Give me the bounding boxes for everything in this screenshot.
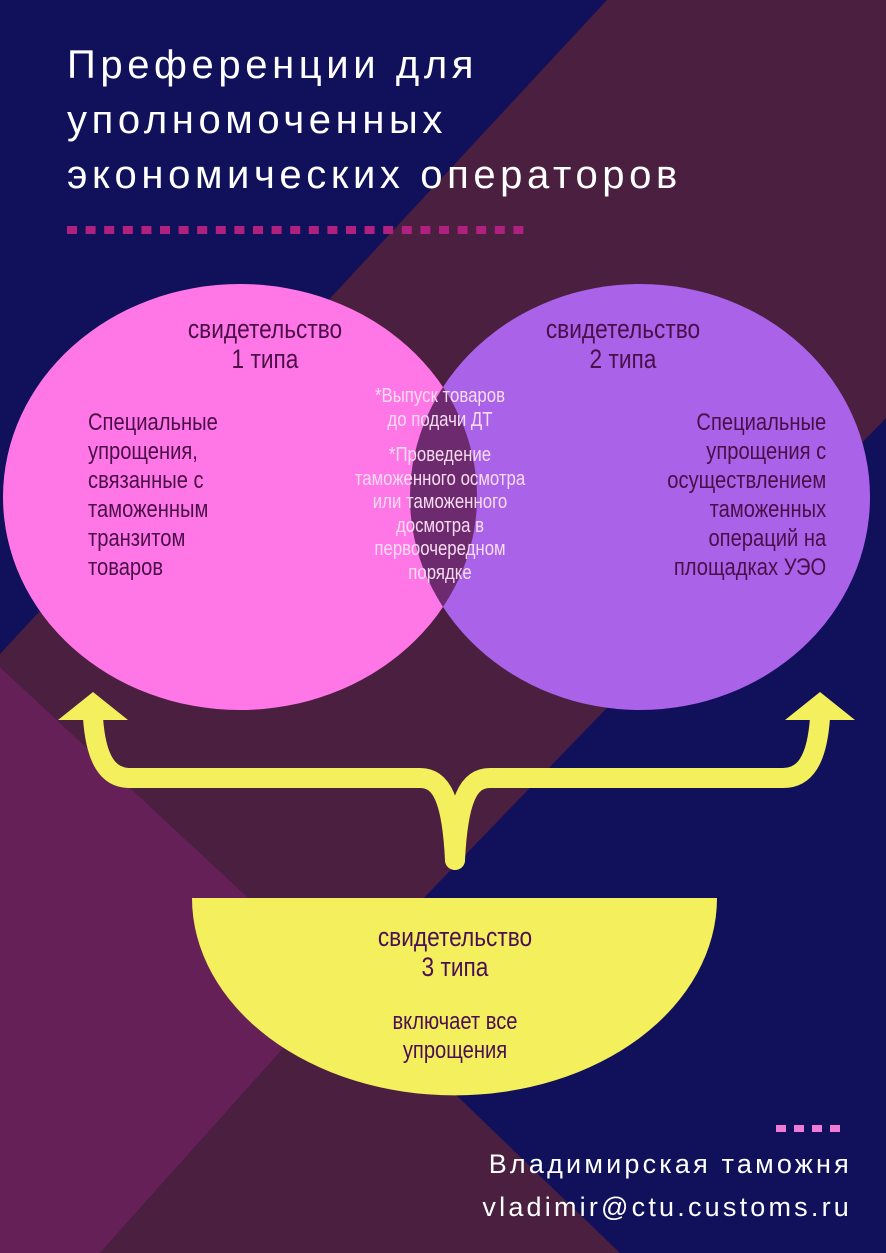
type2-description: Специальные упрощения с осуществлением т… bbox=[667, 408, 826, 582]
divider-dot bbox=[513, 226, 524, 234]
body-line: связанные с bbox=[88, 467, 204, 494]
divider-dot bbox=[457, 226, 468, 234]
common-line: *Выпуск товаров bbox=[374, 385, 506, 407]
divider-dot bbox=[271, 226, 282, 234]
common-line: досмотра в bbox=[395, 514, 485, 537]
divider-dot bbox=[253, 226, 263, 234]
footer-org: Владимирская таможня bbox=[488, 1149, 852, 1179]
divider-dot bbox=[308, 226, 319, 234]
body-line: включает все bbox=[392, 1008, 518, 1035]
common-line: до подачи ДТ bbox=[387, 408, 493, 431]
divider-dot bbox=[160, 226, 170, 234]
type1-circle bbox=[3, 284, 477, 710]
type1-description: Специальные упрощения, связанные с тамож… bbox=[88, 408, 218, 582]
divider-dot bbox=[327, 226, 338, 234]
divider-dot bbox=[197, 226, 208, 234]
divider-dot bbox=[178, 226, 189, 234]
footer-divider bbox=[776, 1125, 840, 1132]
body-line: Специальные bbox=[88, 409, 218, 436]
divider-dot bbox=[494, 226, 505, 234]
body-line: операций на bbox=[708, 525, 826, 552]
type3-bowl bbox=[192, 898, 717, 1096]
divider-dot bbox=[85, 226, 96, 234]
body-line: упрощения, bbox=[88, 438, 198, 465]
common-line: таможенного осмотра bbox=[354, 467, 526, 490]
type3-description: включает все упрощения bbox=[329, 1007, 581, 1065]
common-line: порядке bbox=[408, 561, 472, 584]
divider-dot bbox=[141, 226, 152, 234]
divider-dot bbox=[383, 226, 394, 234]
page-title: Преференции для уполномоченных экономиче… bbox=[67, 38, 682, 203]
body-line: площадках УЭО bbox=[673, 554, 826, 581]
body-line: Специальные bbox=[696, 409, 826, 436]
divider-dot bbox=[364, 226, 375, 234]
type3-heading: свидетельство 3 типа bbox=[329, 922, 581, 982]
divider-dot bbox=[420, 226, 431, 234]
body-line: таможенным bbox=[88, 496, 209, 523]
divider-dot bbox=[122, 226, 133, 234]
body-line: таможенных bbox=[709, 496, 826, 523]
title-line: Преференции для bbox=[67, 43, 479, 87]
common-line: первоочередном bbox=[374, 538, 506, 560]
footer-email[interactable]: vladimir@ctu.customs.ru bbox=[482, 1192, 852, 1222]
divider-dot bbox=[290, 226, 301, 234]
divider-dot bbox=[215, 226, 226, 234]
divider-dot bbox=[234, 226, 245, 234]
common-preferences: *Выпуск товаров до подачи ДТ *Проведение… bbox=[314, 385, 566, 585]
title-line: уполномоченных bbox=[67, 98, 447, 142]
branching-up-arrows-icon bbox=[58, 692, 855, 870]
title-divider bbox=[67, 226, 524, 234]
title-line: экономических операторов bbox=[67, 153, 682, 197]
body-line: осуществлением bbox=[667, 467, 826, 494]
body-line: товаров bbox=[88, 554, 164, 581]
body-line: упрощения с bbox=[706, 438, 826, 465]
heading-line: 2 типа bbox=[589, 344, 657, 374]
type2-circle bbox=[410, 284, 870, 710]
common-line: *Проведение bbox=[388, 444, 492, 466]
divider-dot bbox=[104, 226, 115, 234]
heading-line: свидетельство bbox=[545, 314, 701, 344]
heading-line: 3 типа bbox=[421, 952, 489, 982]
heading-line: свидетельство bbox=[377, 922, 533, 952]
bg-purple-left bbox=[0, 667, 341, 1253]
bg-maroon-bottom bbox=[100, 984, 620, 1253]
divider-dot bbox=[439, 226, 449, 234]
divider-dot bbox=[67, 226, 77, 234]
divider-dot bbox=[476, 226, 487, 234]
heading-line: свидетельство bbox=[187, 314, 343, 344]
body-line: транзитом bbox=[88, 525, 186, 552]
heading-line: 1 типа bbox=[231, 344, 299, 374]
divider-dot bbox=[346, 226, 356, 234]
body-line: упрощения bbox=[402, 1037, 508, 1064]
common-line: или таможенного bbox=[372, 491, 508, 513]
type2-heading: свидетельство 2 типа bbox=[497, 314, 749, 374]
divider-dot bbox=[401, 226, 412, 234]
type1-heading: свидетельство 1 типа bbox=[139, 314, 391, 374]
